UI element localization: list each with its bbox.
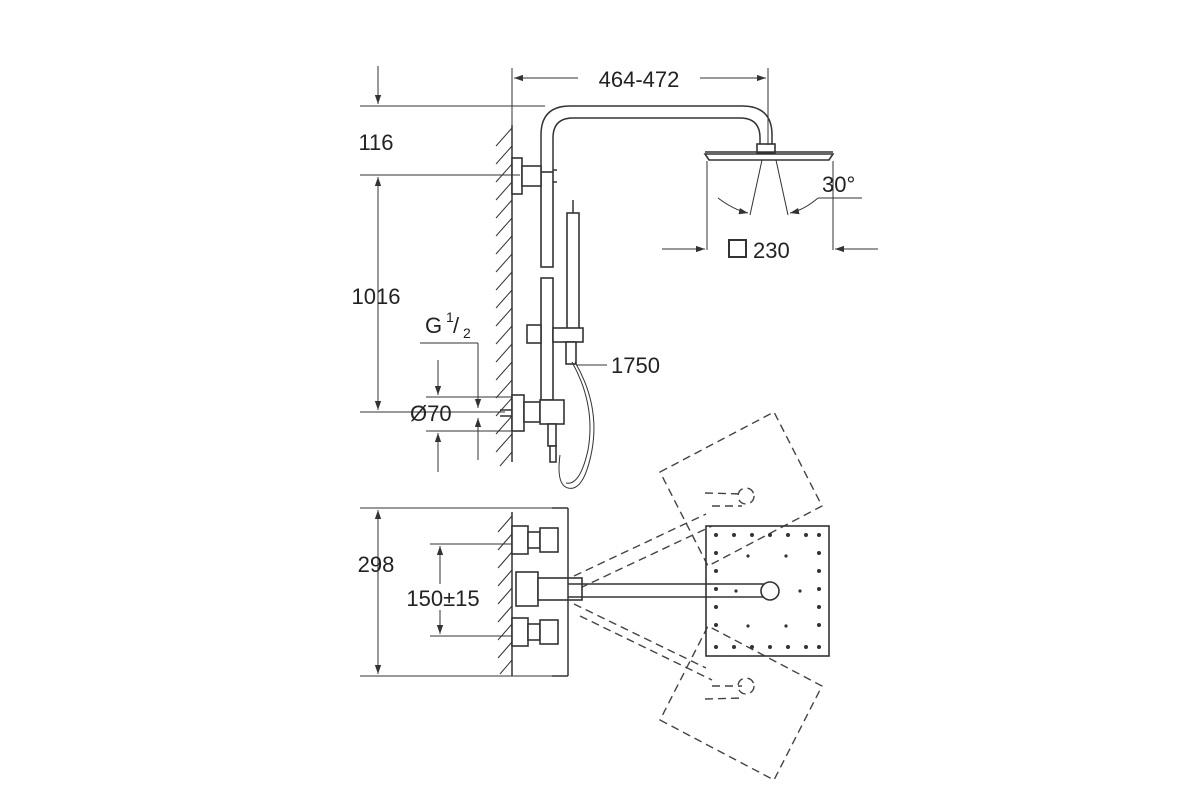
top-offset-label: 116 <box>358 130 393 155</box>
thread-numerator: 1 <box>446 309 454 325</box>
head-shower <box>703 143 835 161</box>
wall-section-lower <box>497 512 513 676</box>
thread-slash: / <box>453 313 460 338</box>
spray-angle-dimension: 30° <box>706 159 862 250</box>
rotated-head-outline-lower <box>573 603 823 781</box>
wall-section-upper <box>495 125 513 467</box>
rotated-head-outline-upper <box>573 411 823 589</box>
side-elevation-view: 464-472 116 1016 G 1 / 2 <box>352 66 878 489</box>
rosette-diameter-label: Ø70 <box>410 401 452 426</box>
inlet-spacing-label: 150±15 <box>406 586 479 611</box>
top-offset-dimension: 116 <box>358 66 545 410</box>
mixer-body-plan <box>511 507 583 677</box>
plan-view: 298 150±15 <box>358 411 830 781</box>
arm-length-dimension: 464-472 <box>511 67 769 145</box>
wall-projection-label: 298 <box>358 552 395 577</box>
column-height-label: 1016 <box>352 284 401 309</box>
head-size-label: 230 <box>753 238 790 263</box>
shower-arm-plan <box>568 581 780 601</box>
inlet-spacing-dimension: 150±15 <box>398 543 512 637</box>
spray-angle-label: 30° <box>822 172 855 197</box>
wall-projection-dimension: 298 <box>358 507 552 677</box>
square-outline-icon <box>728 239 747 258</box>
thread-label: G <box>425 313 442 338</box>
shower-arm <box>540 105 773 172</box>
rosette-dimension: Ø70 <box>410 360 512 472</box>
riser-column <box>511 157 557 401</box>
hand-shower-height-dimension: 1750 <box>576 353 660 378</box>
hand-shower <box>526 200 595 489</box>
hand-shower-height-label: 1750 <box>611 353 660 378</box>
arm-length-label: 464-472 <box>599 67 680 92</box>
thread-dimension: G 1 / 2 <box>420 309 482 460</box>
head-size-dimension: 230 <box>662 238 878 263</box>
head-shower-plan <box>705 525 830 657</box>
column-height-dimension: 1016 <box>352 284 505 413</box>
thread-denominator: 2 <box>463 325 471 341</box>
diverter-inlet <box>500 394 565 463</box>
